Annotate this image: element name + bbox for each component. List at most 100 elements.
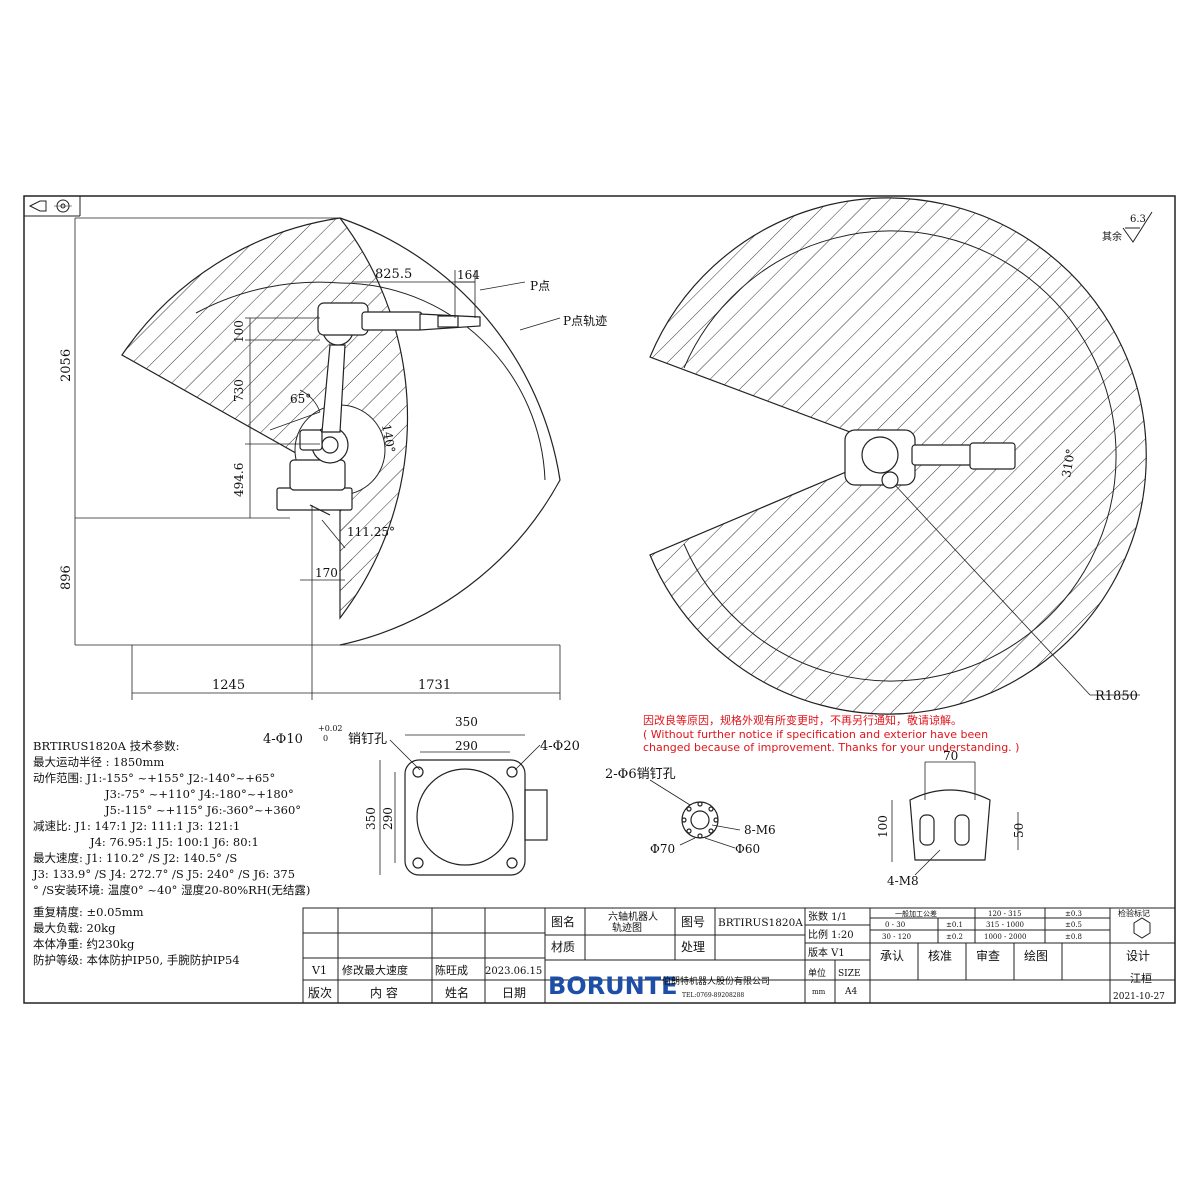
version: 版本 V1 bbox=[808, 946, 845, 959]
angle-140: 140° bbox=[379, 423, 398, 454]
flange-pin-spec: 2-Φ6销钉孔 bbox=[605, 767, 676, 782]
projection-symbol-icon bbox=[28, 199, 72, 213]
flange-d60: Φ60 bbox=[735, 842, 760, 856]
robot-top-view bbox=[844, 429, 1016, 489]
side-view-dimension-text: 825.5 164 P点 P点轨迹 2056 100 730 494.6 896… bbox=[59, 267, 607, 693]
design-date: 2021-10-27 bbox=[1113, 992, 1165, 1002]
unit-value: mm bbox=[812, 988, 826, 996]
rev-head-name: 姓名 bbox=[445, 985, 469, 1000]
rev-content: 修改最大速度 bbox=[342, 963, 408, 977]
dim-170: 170 bbox=[315, 566, 338, 580]
spec-line: 动作范围: J1:-155° ~+155° J2:-140°~+65° bbox=[33, 771, 275, 785]
dim-896: 896 bbox=[59, 565, 74, 590]
drawing-no-label: 图号 bbox=[681, 915, 705, 929]
side-view-dimensions bbox=[74, 217, 561, 700]
spec-line: 本体净重: 约230kg bbox=[33, 937, 135, 951]
dim-350-h: 350 bbox=[455, 715, 478, 729]
rev-head-version: 版次 bbox=[308, 986, 332, 1000]
roughness-value: 6.3 bbox=[1130, 214, 1146, 225]
spec-list: BRTIRUS1820A 技术参数: 最大运动半径 : 1850mm 动作范围:… bbox=[32, 739, 310, 967]
radius-label: R1850 bbox=[1095, 689, 1138, 704]
company-name: 伯朗特机器人股份有限公司 bbox=[662, 975, 770, 987]
spec-line: 减速比: J1: 147:1 J2: 111:1 J3: 121:1 bbox=[33, 819, 240, 833]
p-track-label: P点轨迹 bbox=[563, 314, 607, 328]
check-mark-label: 检验标记 bbox=[1118, 908, 1150, 918]
dim-290-h: 290 bbox=[455, 739, 478, 753]
dim-1245: 1245 bbox=[212, 678, 245, 693]
tol-title: 一般加工公差 bbox=[895, 909, 937, 918]
approve-label: 审查 bbox=[976, 948, 1000, 963]
dim-825-5: 825.5 bbox=[375, 267, 412, 282]
tol-cell: 315 - 1000 bbox=[986, 921, 1024, 929]
notice-en-2: changed because of improvement. Thanks f… bbox=[643, 741, 1019, 754]
tol-cell: ±0.2 bbox=[946, 933, 963, 941]
flange-m6: 8-M6 bbox=[744, 823, 776, 837]
tol-bottom: 0 bbox=[323, 734, 328, 743]
tol-cell: 0 - 30 bbox=[885, 921, 905, 929]
spec-line: 最大速度: J1: 110.2° /S J2: 140.5° /S bbox=[33, 851, 237, 865]
p-point-label: P点 bbox=[530, 279, 550, 293]
mount-d70: 70 bbox=[943, 749, 958, 763]
angle-65: 65° bbox=[290, 392, 311, 406]
tol-cell: 30 - 120 bbox=[882, 933, 911, 941]
roughness-prefix: 其余 bbox=[1102, 230, 1122, 243]
mount-m8: 4-M8 bbox=[887, 874, 919, 888]
dim-350-v: 350 bbox=[364, 807, 378, 830]
material-label: 材质 bbox=[551, 940, 575, 954]
tol-cell: ±0.1 bbox=[946, 921, 963, 929]
spec-line: 防护等级: 本体防护IP50, 手腕防护IP54 bbox=[33, 953, 240, 967]
base-plate-view bbox=[379, 734, 548, 876]
title-block-text: 图名 六轴机器人 轨迹图 图号 BRTIRUS1820A 张数 1/1 比例 1… bbox=[308, 908, 1165, 1002]
notice-en-1: ( Without further notice if specificatio… bbox=[643, 728, 988, 741]
notice-cn: 因改良等原因，规格外观有所变更时，不再另行通知，敬请谅解。 bbox=[643, 713, 962, 727]
tol-cell: 120 - 315 bbox=[988, 910, 1022, 918]
pin-spec: 4-Φ10 bbox=[263, 732, 303, 747]
approve-label: 承认 bbox=[880, 949, 904, 963]
designer: 江桓 bbox=[1130, 971, 1152, 985]
dim-2056: 2056 bbox=[59, 349, 74, 382]
spec-line: BRTIRUS1820A 技术参数: bbox=[33, 739, 179, 753]
process-label: 处理 bbox=[681, 940, 705, 954]
sheet-count: 张数 1/1 bbox=[808, 910, 847, 923]
dim-290-v: 290 bbox=[381, 807, 395, 830]
dim-730: 730 bbox=[232, 379, 246, 402]
drawing-name-1: 六轴机器人 bbox=[608, 910, 658, 923]
dim-494-6: 494.6 bbox=[232, 463, 246, 497]
angle-111-25: 111.25° bbox=[347, 525, 395, 539]
mount-text: 70 100 50 4-M8 bbox=[876, 749, 1026, 888]
company-logo: BORUNTE bbox=[548, 972, 678, 1000]
mount-d50: 50 bbox=[1012, 823, 1026, 838]
unit-label: 单位 bbox=[808, 967, 826, 979]
dim-100: 100 bbox=[232, 320, 246, 343]
spec-line: J4: 76.95:1 J5: 100:1 J6: 80:1 bbox=[89, 835, 259, 849]
drawing-name-2: 轨迹图 bbox=[612, 921, 642, 934]
rev-date: 2023.06.15 bbox=[485, 966, 542, 977]
spec-line: J3: 133.9° /S J4: 272.7° /S J5: 240° /S … bbox=[32, 867, 295, 881]
hexagon-icon bbox=[1133, 917, 1151, 939]
tol-top: +0.02 bbox=[318, 724, 343, 733]
flange-d70: Φ70 bbox=[650, 842, 675, 856]
tol-cell: 1000 - 2000 bbox=[984, 933, 1026, 941]
rev-name: 陈旺成 bbox=[435, 963, 468, 977]
flange-view bbox=[649, 779, 741, 849]
approve-label: 绘图 bbox=[1024, 948, 1048, 963]
pin-hole-label: 销钉孔 bbox=[348, 732, 387, 747]
spec-line: 最大运动半径 : 1850mm bbox=[33, 755, 164, 769]
dim-164: 164 bbox=[457, 268, 480, 282]
spec-line: 最大负载: 20kg bbox=[33, 921, 116, 935]
spec-line: 重复精度: ±0.05mm bbox=[33, 905, 144, 919]
dim-1731: 1731 bbox=[418, 678, 451, 693]
scale: 比例 1:20 bbox=[808, 928, 854, 941]
spec-line: ° /S安装环境: 温度0° ~40° 湿度20-80%RH(无结露) bbox=[33, 883, 310, 897]
spec-line: J3:-75° ~+110° J4:-180°~+180° bbox=[104, 787, 294, 801]
size-label: SIZE bbox=[838, 969, 861, 979]
spec-line: J5:-115° ~+115° J6:-360°~+360° bbox=[104, 803, 301, 817]
tol-cell: ±0.5 bbox=[1065, 921, 1082, 929]
tol-cell: ±0.3 bbox=[1065, 910, 1082, 918]
hole-20-spec: 4-Φ20 bbox=[540, 739, 580, 754]
roughness-symbol-icon bbox=[1122, 211, 1153, 243]
flange-text: 2-Φ6销钉孔 8-M6 Φ70 Φ60 bbox=[605, 767, 776, 856]
drawing-no: BRTIRUS1820A bbox=[718, 917, 803, 929]
angle-310: 310° bbox=[1059, 448, 1078, 479]
rev-head-date: 日期 bbox=[502, 986, 526, 1000]
